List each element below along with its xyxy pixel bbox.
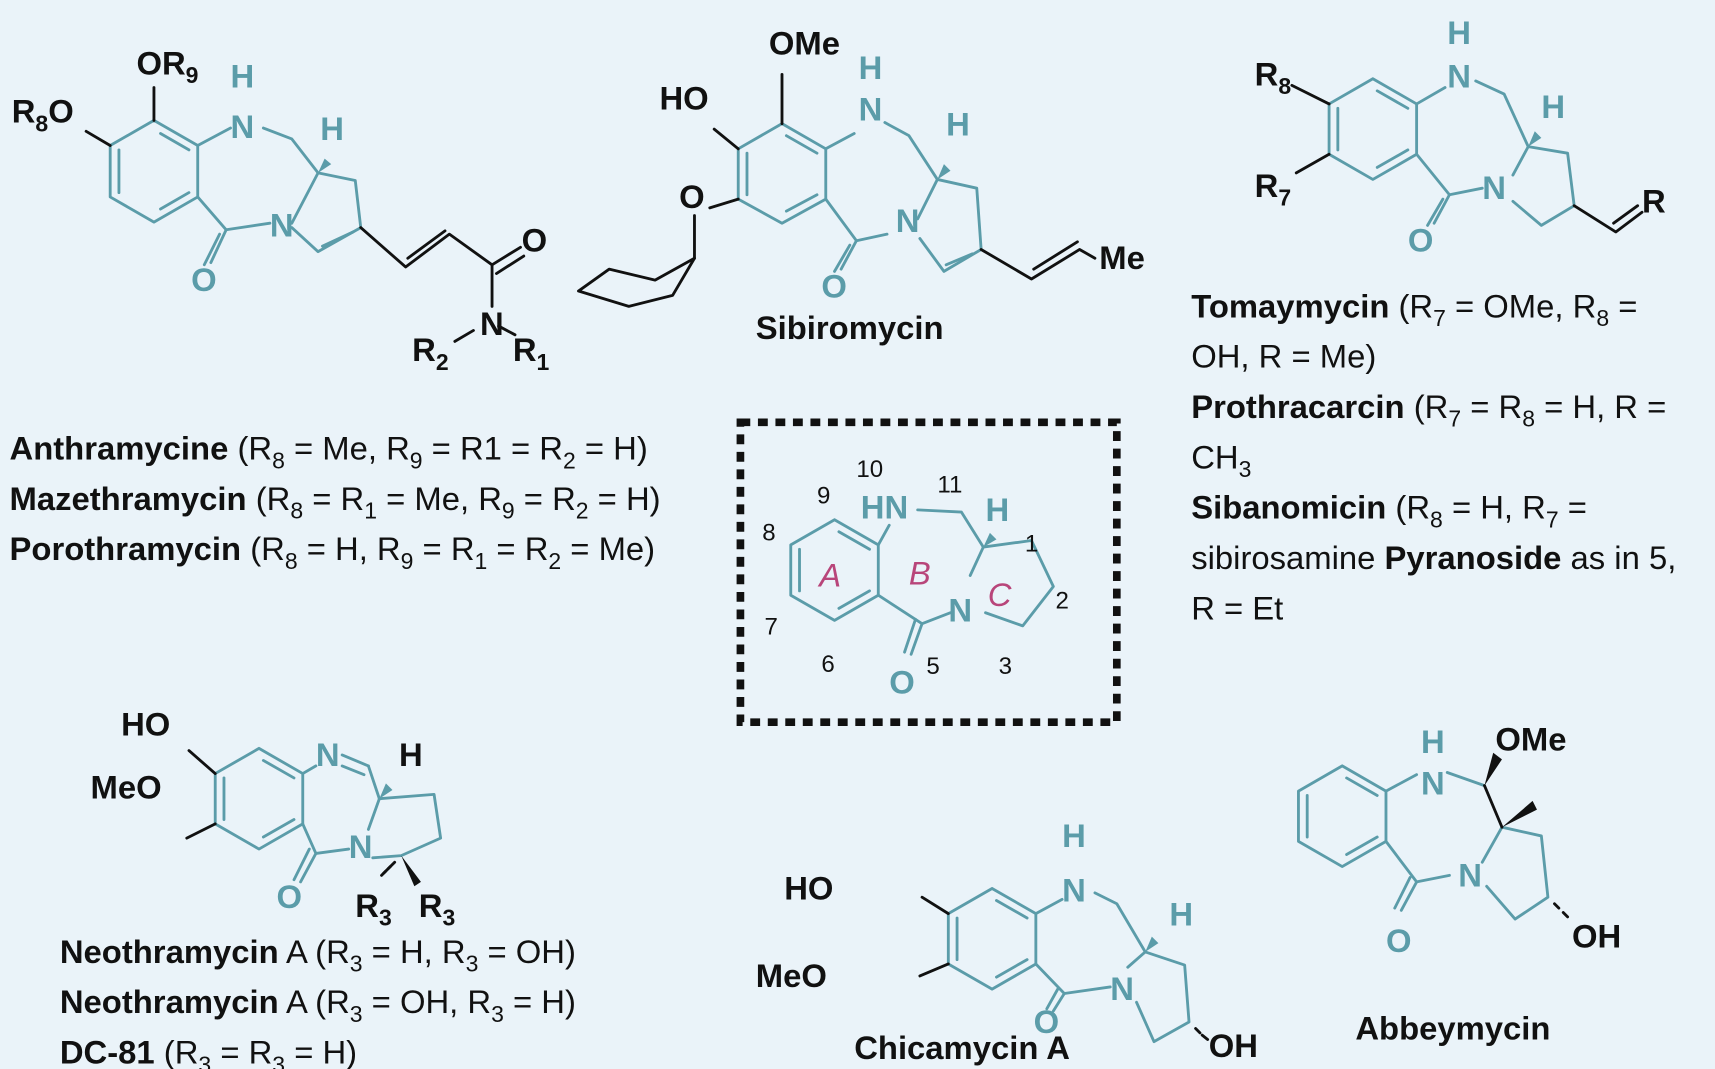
caption-line: Porothramycin (R8 = H, R9 = R1 = R2 = Me… xyxy=(10,530,656,574)
atom-label: H xyxy=(946,106,970,143)
position-number: 5 xyxy=(926,653,939,680)
caption-line: R = Et xyxy=(1191,589,1283,626)
anthramycin-captions: Anthramycine (R8 = Me, R9 = R1 = R2 = H)… xyxy=(10,430,661,574)
atom-label: O xyxy=(1034,1003,1060,1040)
atom-label: H xyxy=(399,736,423,773)
atom-label: H xyxy=(1421,723,1445,760)
caption-line: CH3 xyxy=(1191,438,1251,482)
atom-label: H xyxy=(986,491,1010,528)
position-number: 11 xyxy=(937,471,962,498)
tomaymycin-captions: Tomaymycin (R7 = OMe, R8 = OH, R = Me) P… xyxy=(1191,287,1676,626)
chicamycin-structure: HO MeO H N H N O OH Chicamycin A xyxy=(756,817,1258,1066)
position-number: 10 xyxy=(856,456,883,483)
position-number: 8 xyxy=(762,520,775,547)
caption-line: Tomaymycin (R7 = OMe, R8 = xyxy=(1191,287,1637,331)
atom-label: N xyxy=(1110,970,1134,1007)
atom-label: O xyxy=(1408,222,1434,259)
core-pbd-structure: HN H N O 1 2 3 5 6 7 8 9 10 11 A B C xyxy=(736,418,1121,726)
caption-line: OH, R = Me) xyxy=(1191,338,1376,375)
caption-line: Anthramycine (R8 = Me, R9 = R1 = R2 = H) xyxy=(10,430,648,474)
atom-label: OH xyxy=(1209,1027,1258,1064)
atom-label: OH xyxy=(1572,918,1621,955)
atom-label: MeO xyxy=(90,769,161,806)
compound-name: Abbeymycin xyxy=(1355,1009,1550,1046)
atom-label: Me xyxy=(1099,239,1145,276)
atom-label: O xyxy=(679,178,705,215)
atom-label: N xyxy=(1458,856,1482,893)
atom-label: HO xyxy=(784,869,833,906)
ring-label-b: B xyxy=(909,554,931,591)
atom-label: R7 xyxy=(1255,167,1291,211)
atom-label: OMe xyxy=(769,25,840,62)
position-number: 9 xyxy=(817,482,830,509)
caption-line: Mazethramycin (R8 = R1 = Me, R9 = R2 = H… xyxy=(10,480,661,524)
atom-label: H xyxy=(1169,896,1193,933)
atom-label: O xyxy=(889,664,915,701)
atom-label: N xyxy=(896,202,920,239)
atom-label: N xyxy=(1482,169,1506,206)
position-number: 7 xyxy=(764,614,777,641)
atom-label: N xyxy=(316,736,340,773)
atom-label: N xyxy=(231,108,255,145)
tomaymycin-structure: R8 R7 H N H N O R xyxy=(1255,14,1666,259)
atom-label: N xyxy=(1447,58,1471,95)
position-number: 6 xyxy=(821,651,834,678)
atom-label: HN xyxy=(861,489,908,526)
atom-label: R xyxy=(1642,182,1666,219)
position-number: 1 xyxy=(1025,530,1038,557)
atom-label: R3 xyxy=(419,887,455,931)
atom-label: O xyxy=(821,268,847,305)
atom-label: O xyxy=(276,878,302,915)
atom-label: N xyxy=(948,591,972,628)
atom-label: N xyxy=(480,305,504,342)
anthramycin-structure: OR9 R8O H N H N O O N R2 R1 xyxy=(12,44,550,374)
atom-label: R3 xyxy=(355,887,391,931)
atom-label: H xyxy=(859,49,883,86)
caption-line: Sibanomicin (R8 = H, R7 = xyxy=(1191,489,1587,533)
ring-label-c: C xyxy=(988,576,1012,613)
atom-label: N xyxy=(1421,764,1445,801)
atom-label: O xyxy=(522,222,548,259)
atom-label: R1 xyxy=(513,331,550,375)
atom-label: HO xyxy=(121,705,170,742)
compound-name: Sibiromycin xyxy=(756,309,944,346)
atom-label: O xyxy=(1386,922,1412,959)
atom-label: N xyxy=(349,828,373,865)
atom-label: H xyxy=(231,58,255,95)
atom-label: R8 xyxy=(1255,55,1292,99)
atom-label: N xyxy=(270,206,294,243)
atom-label: H xyxy=(1447,14,1471,51)
neothramycin-captions: Neothramycin A (R3 = H, R3 = OH) Neothra… xyxy=(60,933,576,1069)
atom-label: HO xyxy=(659,79,708,116)
neothramycin-structure: HO MeO N H N O R3 R3 xyxy=(90,705,455,930)
caption-line: Neothramycin A (R3 = H, R3 = OH) xyxy=(60,933,576,977)
atom-label: H xyxy=(320,110,344,147)
atom-label: N xyxy=(1062,872,1086,909)
atom-label: MeO xyxy=(756,957,827,994)
compound-name: Chicamycin A xyxy=(854,1029,1070,1066)
atom-label: OR9 xyxy=(136,44,198,88)
dashed-frame xyxy=(736,418,1121,726)
caption-line: sibirosamine Pyranoside as in 5, xyxy=(1191,539,1676,576)
caption-line: Prothracarcin (R7 = R8 = H, R = xyxy=(1191,388,1666,432)
position-number: 3 xyxy=(999,653,1012,680)
ring-label-a: A xyxy=(817,556,841,593)
position-number: 2 xyxy=(1056,587,1069,614)
caption-line: DC-81 (R3 = R3 = H) xyxy=(60,1034,357,1069)
atom-label: H xyxy=(1541,88,1565,125)
atom-label: OMe xyxy=(1495,721,1566,758)
caption-line: Neothramycin A (R3 = OH, R3 = H) xyxy=(60,983,576,1027)
atom-label: R8O xyxy=(12,93,74,137)
atom-label: O xyxy=(191,261,217,298)
atom-label: R2 xyxy=(412,331,448,375)
atom-label: N xyxy=(859,90,883,127)
atom-label: H xyxy=(1062,817,1086,854)
sibiromycin-structure: OMe HO O H N H N O Me Sibiromycin xyxy=(577,25,1145,346)
abbeymycin-structure: H N OMe N O OH Abbeymycin xyxy=(1297,721,1621,1046)
